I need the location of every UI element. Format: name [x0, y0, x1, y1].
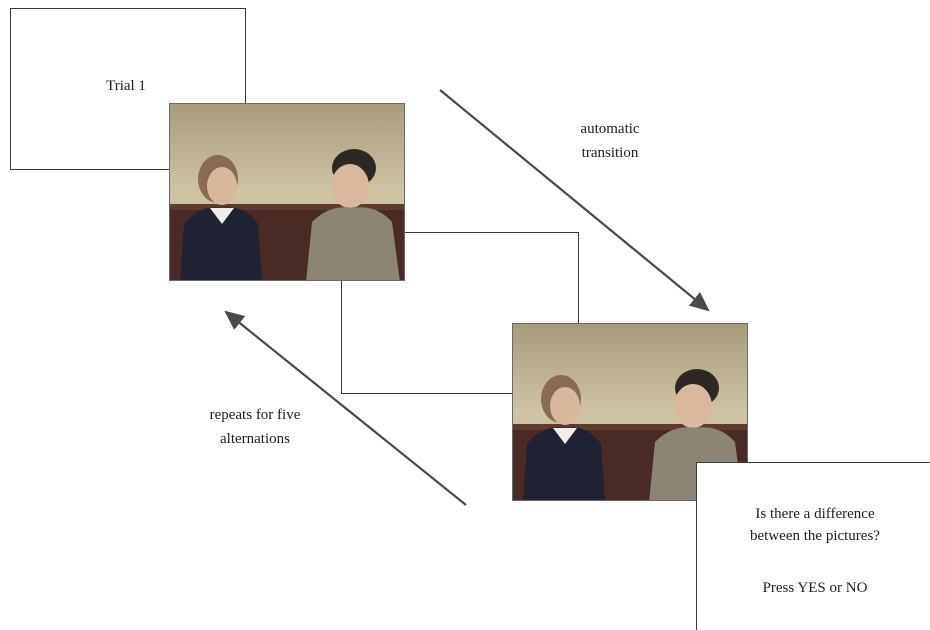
question-line-2: between the pictures? — [750, 528, 880, 544]
question-line-1: Is there a difference — [755, 506, 875, 522]
transition-label-line-1: automatic — [580, 121, 640, 137]
instruction-text: Press YES or NO — [762, 580, 868, 596]
repeat-label-line-2: alternations — [220, 431, 290, 447]
photo-scene-graphic — [170, 104, 404, 280]
trial-title-text: Trial 1 — [106, 78, 146, 94]
trial-title-card: Trial 1 — [10, 8, 246, 170]
response-prompt-card: Is there a difference between the pictur… — [696, 462, 930, 630]
transition-label-line-2: transition — [581, 145, 639, 161]
repeat-label-line-1: repeats for five — [209, 407, 301, 423]
scene-photo-original — [169, 103, 405, 281]
